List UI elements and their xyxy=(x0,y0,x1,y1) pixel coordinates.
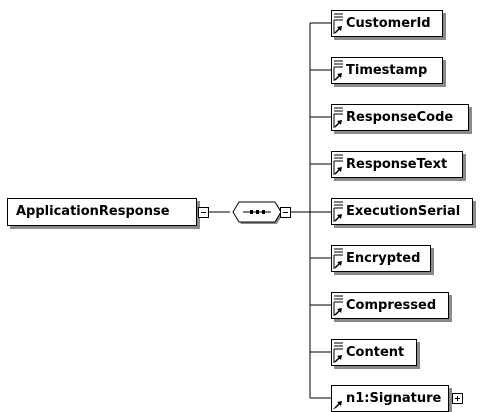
element-label: Content xyxy=(346,345,405,360)
element-ref-icon xyxy=(333,248,343,269)
element-node-responsecode[interactable]: ResponseCode xyxy=(331,104,469,131)
element-node-compressed[interactable]: Compressed xyxy=(331,292,449,319)
element-node-encrypted[interactable]: Encrypted xyxy=(331,245,431,272)
root-element-node[interactable]: ApplicationResponse xyxy=(7,198,197,226)
element-ref-icon xyxy=(333,401,342,409)
signature-expand-toggle[interactable] xyxy=(452,393,463,404)
element-node-customerid[interactable]: CustomerId xyxy=(331,10,443,37)
element-node-responsetext[interactable]: ResponseText xyxy=(331,151,463,178)
element-ref-icon xyxy=(333,154,343,175)
element-label: ResponseText xyxy=(346,157,448,172)
root-collapse-toggle[interactable] xyxy=(198,207,209,218)
element-label: Compressed xyxy=(346,298,437,313)
sequence-collapse-toggle[interactable] xyxy=(280,207,291,218)
element-node-executionserial[interactable]: ExecutionSerial xyxy=(331,198,473,225)
sequence-icon xyxy=(232,201,283,224)
element-ref-icon xyxy=(333,13,343,34)
element-label: Timestamp xyxy=(346,63,428,78)
element-label: ResponseCode xyxy=(346,110,454,125)
element-label: ExecutionSerial xyxy=(346,204,461,219)
element-label: n1:Signature xyxy=(346,391,442,406)
element-node-timestamp[interactable]: Timestamp xyxy=(331,57,443,84)
sequence-compositor[interactable] xyxy=(230,199,290,230)
element-label: Encrypted xyxy=(346,251,421,266)
element-label: CustomerId xyxy=(346,16,431,31)
element-ref-icon xyxy=(333,342,343,363)
element-node-content[interactable]: Content xyxy=(331,339,417,366)
element-ref-icon xyxy=(333,107,343,128)
element-ref-icon xyxy=(333,60,343,81)
element-ref-icon xyxy=(333,201,343,222)
root-element-label: ApplicationResponse xyxy=(16,204,170,219)
element-ref-icon xyxy=(333,295,343,316)
element-node-n1-signature[interactable]: n1:Signature xyxy=(331,385,449,412)
